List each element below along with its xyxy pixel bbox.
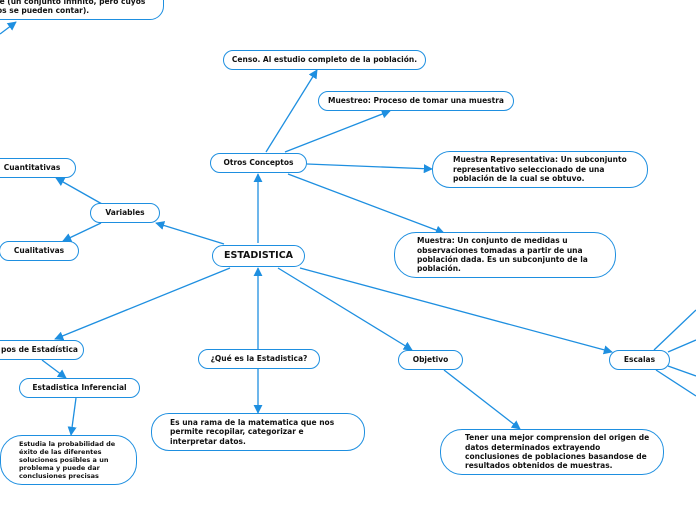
edge-variables-cuantitativas xyxy=(55,177,103,205)
node-cuantitativas[interactable]: Cuantitativas xyxy=(0,158,76,178)
edge-otros-muestra-rep xyxy=(306,163,433,174)
edge-root-tipos xyxy=(54,267,231,341)
edge-partial-top-left xyxy=(0,21,17,35)
node-variables-label: Variables xyxy=(105,208,145,218)
node-muestreo-label: Muestreo: Proceso de tomar una muestra xyxy=(328,96,504,106)
edge-escalas-out-3 xyxy=(667,365,696,377)
node-otros-conceptos[interactable]: Otros Conceptos xyxy=(210,153,307,173)
node-muestra[interactable]: Muestra: Un conjunto de medidas u observ… xyxy=(394,232,616,278)
node-inferencial-desc-label: Estudia la probabilidad de éxito de las … xyxy=(19,439,116,481)
node-censo-label: Censo. Al estudio completo de la poblaci… xyxy=(231,55,418,65)
node-estadistica-root[interactable]: ESTADISTICA xyxy=(212,245,305,267)
node-que-es-label: ¿Qué es la Estadistica? xyxy=(210,354,308,364)
node-muestra-representativa-label: Muestra Representativa: Un subconjunto r… xyxy=(453,155,627,184)
node-estadistica-root-label: ESTADISTICA xyxy=(223,250,294,262)
edge-objetivo-desc xyxy=(443,369,521,430)
node-que-es-desc[interactable]: Es una rama de la matematica que nos per… xyxy=(151,413,365,451)
edge-root-variables xyxy=(155,221,225,245)
node-infinito[interactable]: le (un conjunto infinito, pero cuyos os … xyxy=(0,0,164,20)
node-objetivo[interactable]: Objetivo xyxy=(398,350,463,370)
edge-escalas-out-4 xyxy=(655,369,696,397)
node-otros-conceptos-label: Otros Conceptos xyxy=(223,158,294,168)
node-cuantitativas-label: Cuantitativas xyxy=(3,163,61,173)
edge-otros-muestreo xyxy=(284,109,391,153)
edge-variables-cualitativas xyxy=(62,222,102,242)
node-variables[interactable]: Variables xyxy=(90,203,160,223)
node-objetivo-desc-label: Tener una mejor comprension del origen d… xyxy=(465,433,650,471)
node-escalas-label: Escalas xyxy=(623,355,656,365)
node-objetivo-label: Objetivo xyxy=(412,355,449,365)
edge-inferencial-desc xyxy=(67,397,77,436)
node-estadistica-inferencial[interactable]: Estadistica Inferencial xyxy=(19,378,140,398)
node-que-es-desc-label: Es una rama de la matematica que nos per… xyxy=(170,417,335,446)
node-muestreo[interactable]: Muestreo: Proceso de tomar una muestra xyxy=(318,91,514,111)
edge-escalas-out-2 xyxy=(667,339,696,353)
edge-tipos-inferencial xyxy=(41,359,67,379)
edge-otros-muestra xyxy=(287,173,445,235)
node-cualitativas-label: Cualitativas xyxy=(13,246,65,256)
edge-otros-censo xyxy=(265,69,318,153)
node-cualitativas[interactable]: Cualitativas xyxy=(0,241,79,261)
node-tipos-estadistica[interactable]: pos de Estadística xyxy=(0,340,84,360)
node-censo[interactable]: Censo. Al estudio completo de la poblaci… xyxy=(223,50,426,70)
node-escalas[interactable]: Escalas xyxy=(609,350,670,370)
node-infinito-label: le (un conjunto infinito, pero cuyos os … xyxy=(0,0,146,15)
edge-root-objetivo xyxy=(277,267,413,351)
node-objetivo-desc[interactable]: Tener una mejor comprension del origen d… xyxy=(440,429,664,475)
edge-root-escalas xyxy=(299,267,613,355)
node-que-es[interactable]: ¿Qué es la Estadistica? xyxy=(198,349,320,369)
node-estadistica-inferencial-label: Estadistica Inferencial xyxy=(32,383,127,393)
edge-escalas-out-1 xyxy=(653,309,696,351)
node-muestra-representativa[interactable]: Muestra Representativa: Un subconjunto r… xyxy=(432,151,648,188)
node-inferencial-desc[interactable]: Estudia la probabilidad de éxito de las … xyxy=(0,435,137,485)
node-muestra-label: Muestra: Un conjunto de medidas u observ… xyxy=(417,236,588,274)
node-tipos-estadistica-label: pos de Estadística xyxy=(1,345,78,355)
